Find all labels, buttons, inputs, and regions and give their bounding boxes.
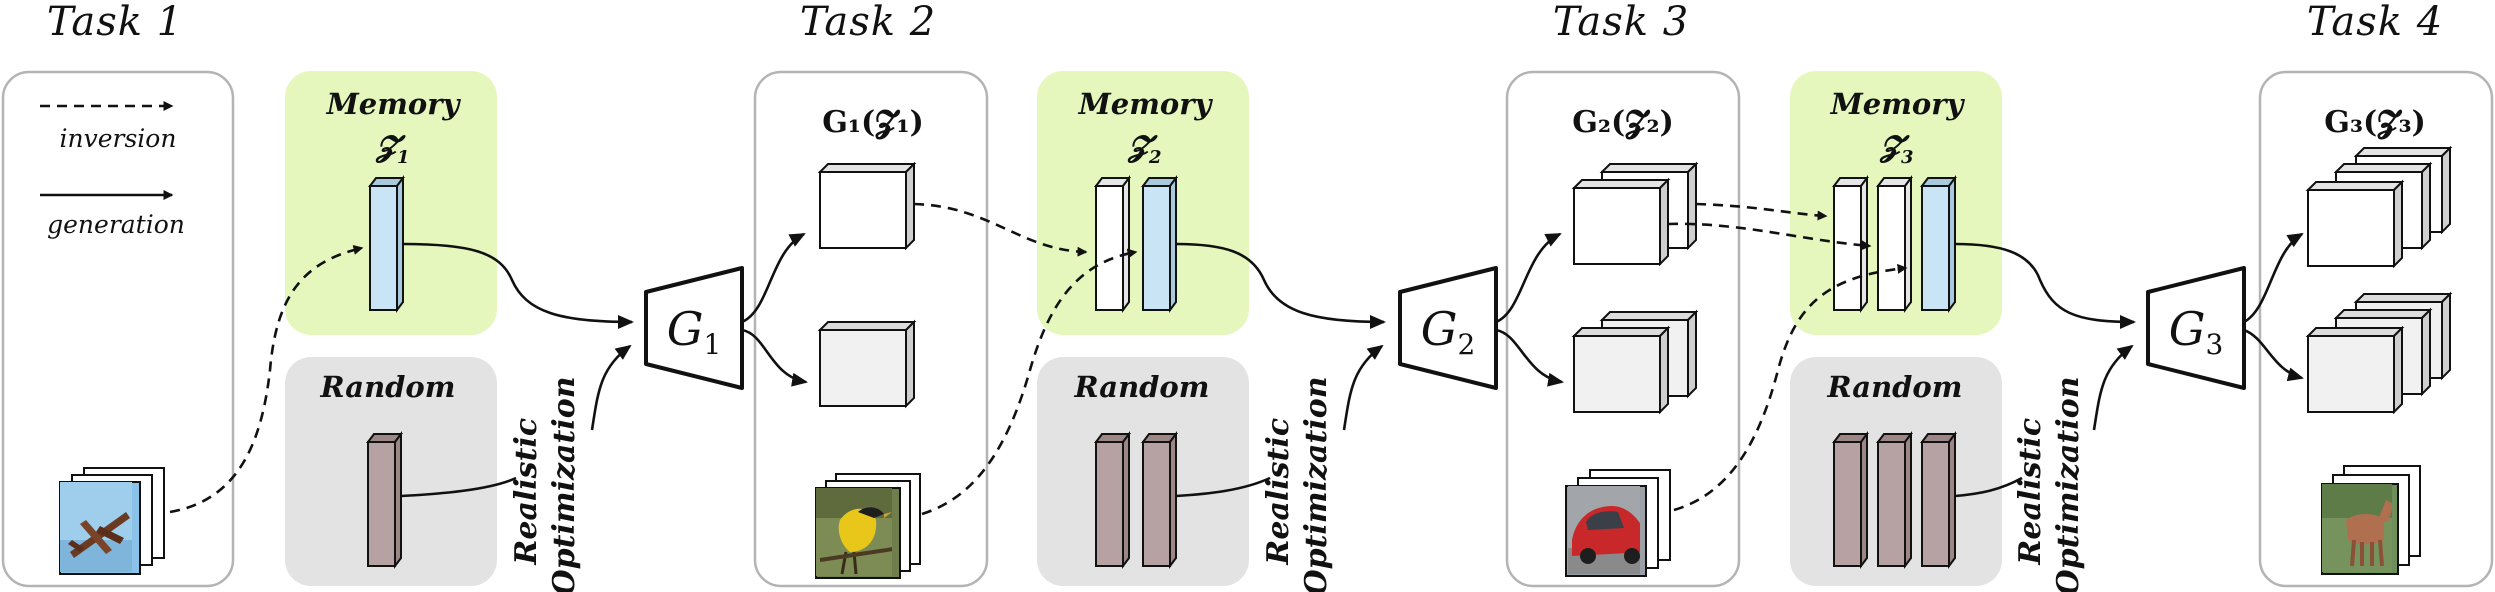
random-bar-3-2 <box>1876 431 1913 569</box>
svg-text:G2: G2 <box>1421 302 1476 361</box>
legend-inversion-label: inversion <box>60 124 177 153</box>
inversion-arrow-task3-generated-b <box>1667 222 1872 251</box>
memory-to-generator-2 <box>1175 242 1386 329</box>
task-1-title: Task 1 <box>47 0 183 45</box>
generated-stack-task3-memory <box>1571 161 1699 267</box>
optimization-arrow-2 <box>1342 344 1384 431</box>
latent-bar-memory2-2 <box>1141 175 1178 313</box>
task-1-panel <box>1 70 235 588</box>
task-3-title: Task 3 <box>1553 0 1689 45</box>
generated-set-1-label: G₁(𝓩₁) <box>822 105 924 140</box>
memory-to-generator-1 <box>402 242 634 329</box>
generated-set-2-label: G₂(𝓩₂) <box>1572 105 1674 140</box>
bird-image <box>815 473 921 579</box>
car-image <box>1565 469 1671 577</box>
random-bar-2-1 <box>1094 431 1131 569</box>
generated-stack-task4-random <box>2305 291 2453 415</box>
optimization-label-1: Realistic Optimization <box>509 376 582 592</box>
generation-arrow-g3-memory <box>2243 232 2304 324</box>
inversion-arrow-task1 <box>169 244 364 514</box>
memory-2-title: Memory <box>1078 87 1214 121</box>
random-3-title: Random <box>1827 370 1963 404</box>
random-line-2 <box>1175 476 1271 498</box>
random-bar-3-3 <box>1920 431 1957 569</box>
generated-stack-task4-memory <box>2305 145 2453 269</box>
optimization-arrow-3 <box>2092 344 2134 431</box>
generated-stack-task3-random <box>1571 309 1699 415</box>
memory-1-title: Memory <box>326 87 462 121</box>
random-bar-3-1 <box>1832 431 1869 569</box>
memory-3-title: Memory <box>1830 87 1966 121</box>
latent-bar-memory1-1 <box>368 175 405 313</box>
optimization-label-2: Realistic Optimization <box>1261 376 1334 592</box>
optimization-label-3: Realistic Optimization <box>2013 376 2086 592</box>
memory-to-generator-3 <box>1954 242 2136 329</box>
random-1-title: Random <box>320 370 456 404</box>
airplane-image <box>59 467 165 575</box>
inversion-arrow-task2-generated <box>913 202 1088 257</box>
generation-arrow-g2-memory <box>1495 232 1562 324</box>
optimization-arrow-1 <box>590 344 632 431</box>
latent-bar-memory2-1 <box>1094 175 1131 313</box>
inversion-arrow-task2-image <box>921 248 1138 516</box>
generated-block-task2-memory <box>817 161 917 251</box>
svg-text:G1: G1 <box>667 302 722 361</box>
generated-block-task2-random <box>817 319 917 409</box>
generation-arrow-g3-random <box>2243 328 2304 382</box>
generator-1: G1 <box>644 266 744 390</box>
inversion-arrow-task3-generated-a <box>1695 202 1828 221</box>
generation-arrow-g1-memory <box>741 232 806 324</box>
latent-bar-memory3-2 <box>1876 175 1913 313</box>
random-line-3 <box>1954 476 2023 498</box>
generated-set-3-label: G₃(𝓩₃) <box>2324 105 2426 140</box>
generator-3: G3 <box>2146 266 2246 390</box>
task-2-title: Task 2 <box>800 0 936 45</box>
task-4-title: Task 4 <box>2307 0 2443 45</box>
random-bar-2-2 <box>1141 431 1178 569</box>
memory-1-symbol: 𝓩1 <box>374 129 409 168</box>
random-2-title: Random <box>1074 370 1210 404</box>
generation-arrow-g1-random <box>741 328 808 387</box>
deer-image <box>2321 465 2421 575</box>
random-bar-1-1 <box>366 431 403 569</box>
memory-3-symbol: 𝓩3 <box>1878 129 1913 168</box>
generator-2: G2 <box>1398 266 1498 390</box>
inversion-arrow-task3-image <box>1673 263 1908 512</box>
random-line-1 <box>400 476 517 498</box>
legend-generation-label: generation <box>47 210 185 239</box>
latent-bar-memory3-3 <box>1920 175 1957 313</box>
generation-arrow-g2-random <box>1495 328 1564 387</box>
svg-text:G3: G3 <box>2169 302 2224 361</box>
